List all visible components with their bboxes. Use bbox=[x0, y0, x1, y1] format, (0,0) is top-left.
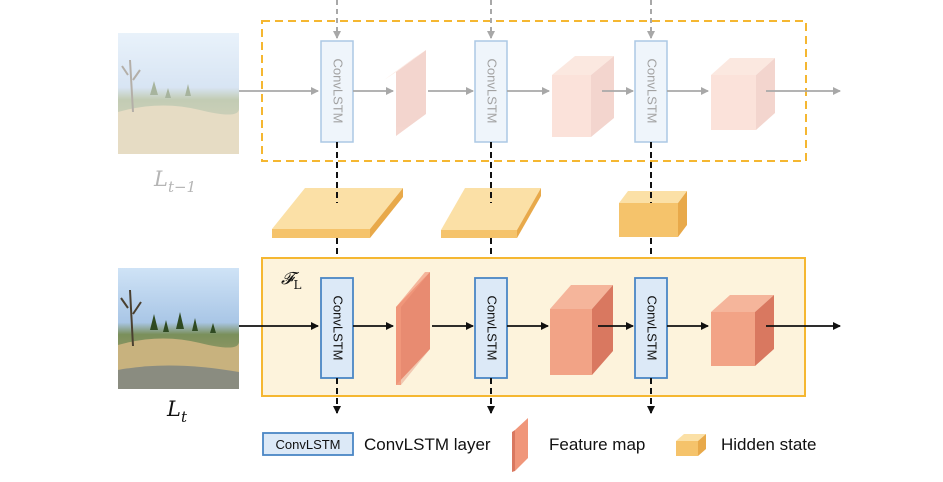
legend-conv-lstm: ConvLSTM ConvLSTM layer bbox=[262, 432, 491, 456]
feature-map-2 bbox=[550, 285, 613, 375]
legend-feature-map-swatch bbox=[515, 418, 528, 471]
legend-conv-lstm-swatch bbox=[262, 432, 354, 456]
legend-hidden-state-text: Hidden state bbox=[721, 435, 816, 454]
legend-hidden-state-swatch bbox=[676, 434, 706, 441]
prev-feature-map-1 bbox=[384, 50, 426, 136]
prev-conv-lstm-3: ConvLSTM bbox=[634, 40, 668, 143]
current-panorama-image bbox=[118, 268, 240, 389]
legend: ConvLSTM ConvLSTM layer Feature map Hidd… bbox=[262, 418, 816, 472]
feature-map-3 bbox=[711, 295, 774, 366]
legend-feature-map: Feature map bbox=[512, 418, 645, 472]
hidden-state-1 bbox=[272, 188, 403, 238]
legend-feature-map-text: Feature map bbox=[549, 435, 645, 454]
legend-conv-lstm-swatch-label: ConvLSTM bbox=[275, 437, 340, 452]
prev-conv-lstm-1: ConvLSTM bbox=[320, 40, 354, 143]
conv-lstm-3-label: ConvLSTM bbox=[645, 295, 660, 360]
conv-lstm-2-label: ConvLSTM bbox=[485, 295, 500, 360]
prev-feature-map-2 bbox=[552, 56, 614, 137]
legend-conv-lstm-text: ConvLSTM layer bbox=[364, 435, 491, 454]
prev-conv-lstm-1-label: ConvLSTM bbox=[331, 58, 346, 123]
hidden-state-3 bbox=[619, 191, 687, 237]
previous-panorama-image bbox=[118, 33, 240, 154]
conv-lstm-3: ConvLSTM bbox=[634, 277, 668, 379]
prev-feature-map-3 bbox=[711, 58, 775, 130]
legend-hidden-state: Hidden state bbox=[676, 434, 816, 456]
hidden-state-2 bbox=[441, 188, 541, 238]
conv-lstm-1: ConvLSTM bbox=[320, 277, 354, 379]
prev-conv-lstm-2-label: ConvLSTM bbox=[485, 58, 500, 123]
feature-map-1 bbox=[396, 272, 430, 385]
conv-lstm-1-label: ConvLSTM bbox=[331, 295, 346, 360]
conv-lstm-2: ConvLSTM bbox=[474, 277, 508, 379]
previous-step-group: ConvLSTM ConvLSTM ConvLSTM bbox=[118, 0, 841, 196]
prev-conv-lstm-3-label: ConvLSTM bbox=[645, 58, 660, 123]
previous-input-label: Lt−1 bbox=[153, 167, 196, 196]
current-input-label: Lt bbox=[166, 397, 188, 426]
current-step-group: 𝓕L ConvLSTM ConvLSTM ConvLSTM bbox=[118, 257, 841, 426]
prev-conv-lstm-2: ConvLSTM bbox=[474, 40, 508, 143]
